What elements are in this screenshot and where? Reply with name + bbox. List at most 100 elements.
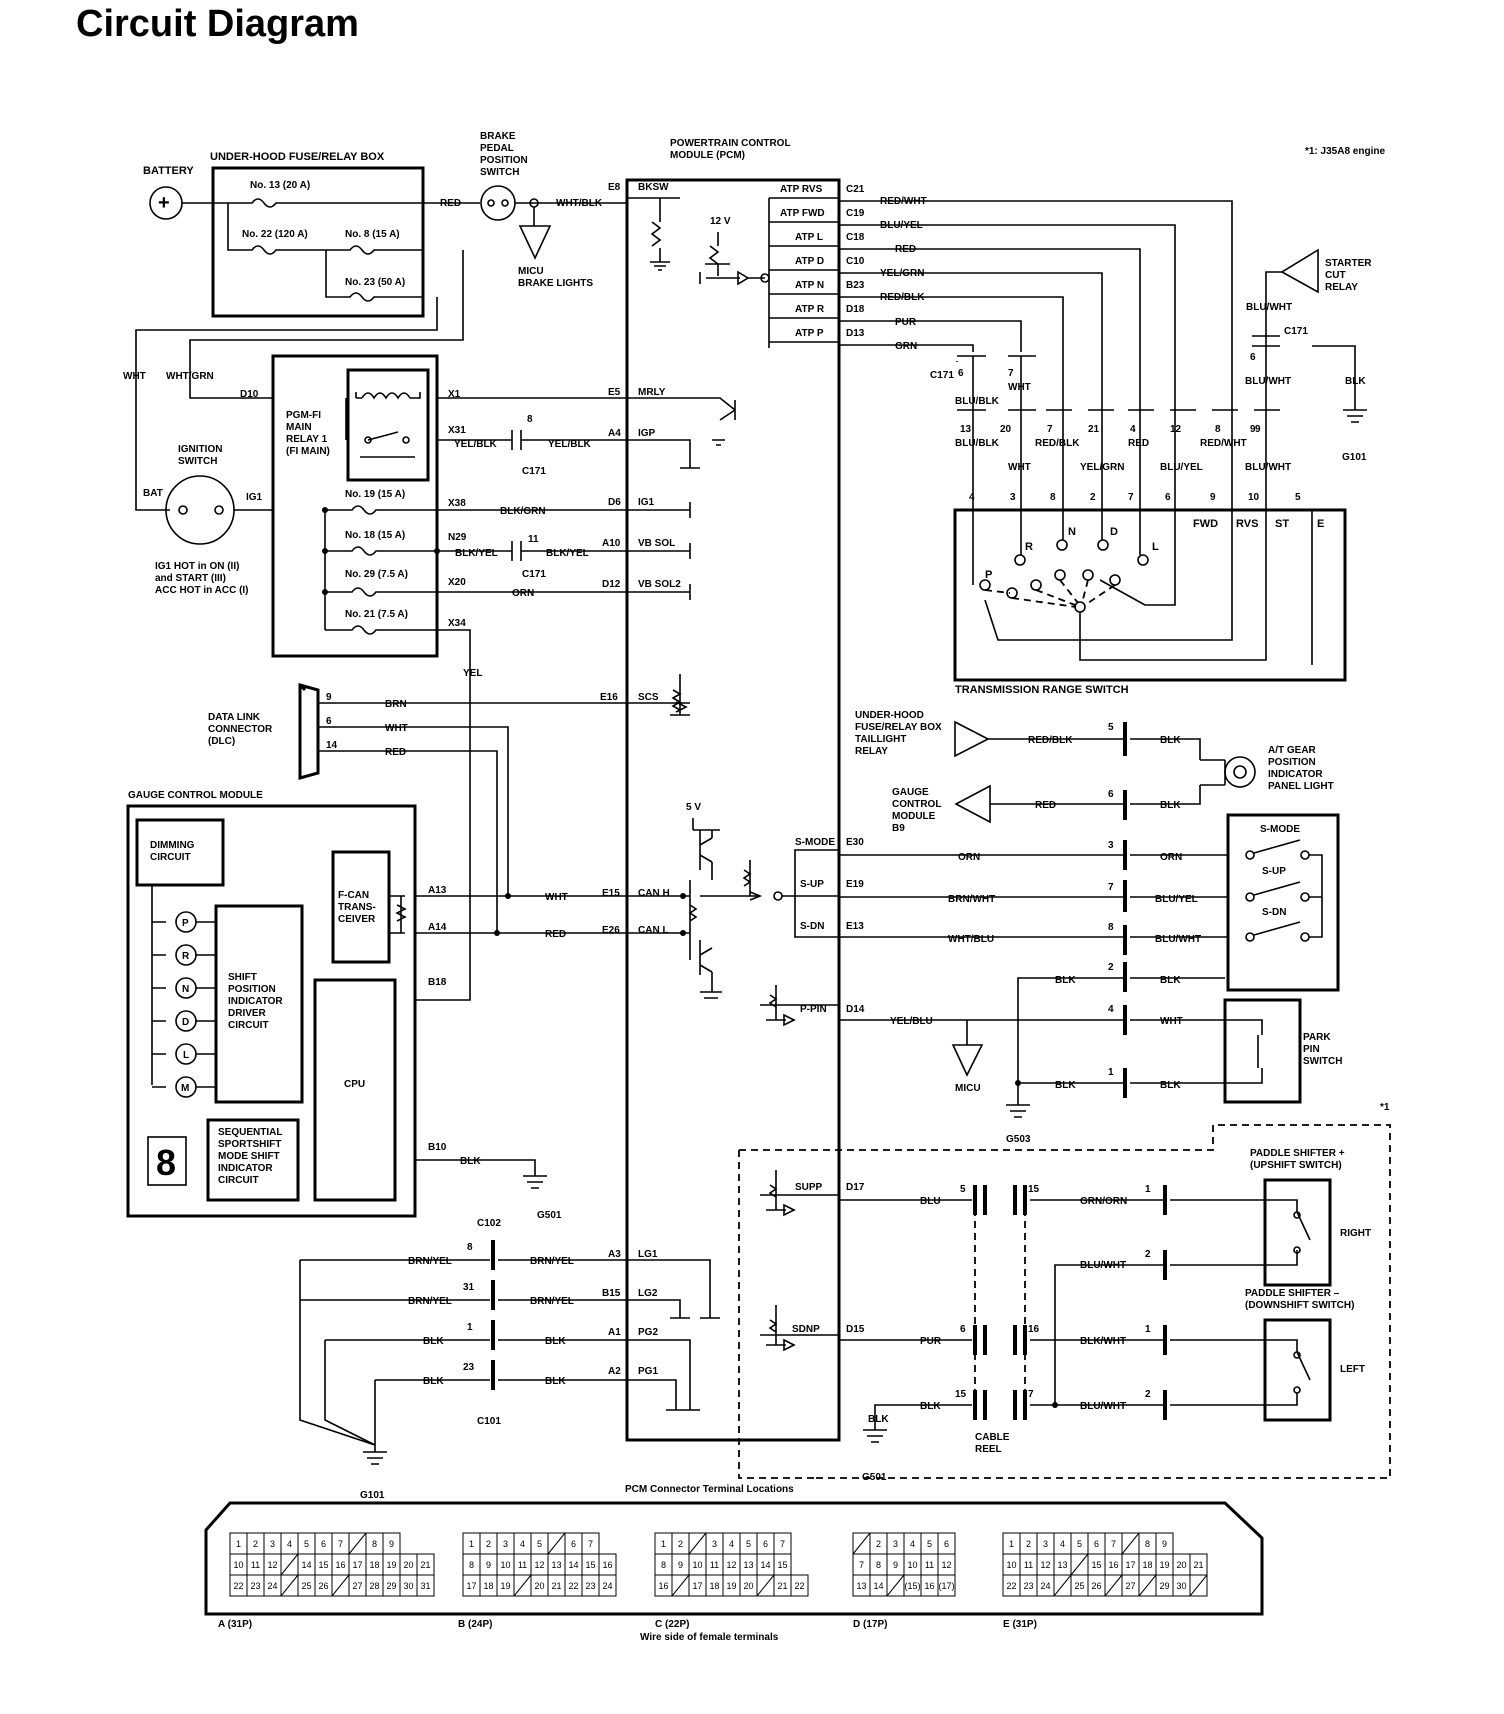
svg-text:BLK: BLK xyxy=(545,1336,566,1347)
svg-text:RVS: RVS xyxy=(1236,518,1258,530)
connector-terminal-number: 20 xyxy=(534,1581,544,1591)
svg-text:C18: C18 xyxy=(846,232,865,243)
svg-text:3: 3 xyxy=(1108,840,1114,851)
svg-text:2: 2 xyxy=(1145,1249,1151,1260)
connector-terminal-number: 3 xyxy=(712,1539,717,1549)
connector-terminal-number: 11 xyxy=(925,1560,934,1570)
connector-terminal-number: 7 xyxy=(780,1539,785,1549)
svg-text:IGP: IGP xyxy=(638,428,656,439)
connector-terminal-number: 15 xyxy=(585,1560,595,1570)
connector-terminal-number: 29 xyxy=(386,1581,396,1591)
svg-text:D13: D13 xyxy=(846,328,865,339)
svg-text:CONTROL: CONTROL xyxy=(892,799,941,810)
svg-text:D12: D12 xyxy=(602,579,621,590)
connector-terminal-number: 4 xyxy=(1060,1539,1065,1549)
svg-text:X1: X1 xyxy=(448,389,461,400)
svg-text:21: 21 xyxy=(1088,424,1100,435)
svg-text:ORN: ORN xyxy=(958,852,980,863)
c102-c101-grounds: C102 C101 8 31 1 23 BRN/YEL BRN/YEL BLK … xyxy=(408,1218,574,1427)
svg-text:BLU/YEL: BLU/YEL xyxy=(1160,462,1203,473)
svg-text:FWD: FWD xyxy=(1193,518,1218,530)
svg-text:M: M xyxy=(181,1083,189,1094)
svg-text:8: 8 xyxy=(1050,492,1056,503)
connector-terminal-number: 23 xyxy=(1023,1581,1033,1591)
connector-terminal-number: 4 xyxy=(287,1539,292,1549)
connector-terminal-number: 8 xyxy=(661,1560,666,1570)
connector-terminal-number: 19 xyxy=(1159,1560,1169,1570)
svg-text:No. 21 (7.5 A): No. 21 (7.5 A) xyxy=(345,609,408,620)
svg-text:WHT: WHT xyxy=(1008,382,1031,393)
connector-terminal-number: 25 xyxy=(301,1581,311,1591)
svg-text:INDICATOR: INDICATOR xyxy=(1268,769,1323,780)
svg-text:BLK: BLK xyxy=(1160,735,1181,746)
svg-text:MODULE (PCM): MODULE (PCM) xyxy=(670,150,745,161)
connector-terminal-number: 3 xyxy=(1043,1539,1048,1549)
connector-blank-slash xyxy=(513,1574,532,1597)
svg-text:BLK: BLK xyxy=(1055,1080,1076,1091)
connector-blank-slash xyxy=(1070,1553,1089,1576)
connector-terminal-number: 6 xyxy=(1094,1539,1099,1549)
connector-terminal-number: 18 xyxy=(369,1560,379,1570)
svg-text:Wire side of female terminals: Wire side of female terminals xyxy=(640,1632,779,1643)
connector-terminal-number: 24 xyxy=(602,1581,612,1591)
connector-blank-slash xyxy=(1053,1574,1072,1597)
connector-terminal-number: 16 xyxy=(1108,1560,1118,1570)
connector-terminal-number: 11 xyxy=(251,1560,260,1570)
svg-text:WHT: WHT xyxy=(385,723,408,734)
connector-terminal-number: 12 xyxy=(534,1560,544,1570)
svg-text:B15: B15 xyxy=(602,1288,621,1299)
connector-terminal-number: 7 xyxy=(859,1560,864,1570)
svg-text:E: E xyxy=(1317,518,1324,530)
svg-text:SCS: SCS xyxy=(638,692,659,703)
svg-text:No. 18 (15 A): No. 18 (15 A) xyxy=(345,530,405,541)
svg-text:20: 20 xyxy=(1000,424,1012,435)
battery: + BATTERY xyxy=(143,165,194,220)
svg-text:A/T GEAR: A/T GEAR xyxy=(1268,745,1317,756)
svg-text:BKSW: BKSW xyxy=(638,182,669,193)
svg-text:DATA LINK: DATA LINK xyxy=(208,712,261,723)
svg-text:S-MODE: S-MODE xyxy=(1260,824,1300,835)
svg-text:D18: D18 xyxy=(846,304,865,315)
pcm-left-pins: E8 BKSW E5 MRLY A4 IGP D6 IG1 A10 VB SOL… xyxy=(600,182,681,1377)
svg-text:WHT/GRN: WHT/GRN xyxy=(166,371,214,382)
svg-text:E30: E30 xyxy=(846,837,864,848)
connector-terminal-number: 19 xyxy=(500,1581,510,1591)
svg-text:PARK: PARK xyxy=(1303,1032,1331,1043)
paddle-shifter-upshift: PADDLE SHIFTER + (UPSHIFT SWITCH) RIGHT xyxy=(1250,1148,1371,1287)
svg-text:LG1: LG1 xyxy=(638,1249,658,1260)
svg-text:BLU/YEL: BLU/YEL xyxy=(1155,894,1198,905)
svg-text:YEL/BLK: YEL/BLK xyxy=(548,439,592,450)
svg-text:ATP L: ATP L xyxy=(795,232,823,243)
connector-terminal-number: 6 xyxy=(944,1539,949,1549)
svg-text:E15: E15 xyxy=(602,888,620,899)
connector-terminal-number: 15 xyxy=(1091,1560,1101,1570)
park-pin-switch: PARK PIN SWITCH xyxy=(1223,998,1342,1104)
svg-text:B10: B10 xyxy=(428,1142,447,1153)
svg-text:1: 1 xyxy=(467,1322,473,1333)
connector-terminal-number: 17 xyxy=(466,1581,476,1591)
svg-text:VB SOL: VB SOL xyxy=(638,538,675,549)
svg-text:2: 2 xyxy=(1145,1389,1151,1400)
svg-text:ATP D: ATP D xyxy=(795,256,824,267)
connector-blank-slash xyxy=(280,1574,299,1597)
svg-text:4: 4 xyxy=(1130,424,1136,435)
connector-terminal-number: 1 xyxy=(469,1539,474,1549)
gauge-control-module: GAUGE CONTROL MODULE DIMMING CIRCUIT F-C… xyxy=(126,790,447,1218)
connector-terminal-number: 2 xyxy=(486,1539,491,1549)
svg-text:8: 8 xyxy=(1215,424,1221,435)
svg-text:N29: N29 xyxy=(448,532,467,543)
svg-text:TAILLIGHT: TAILLIGHT xyxy=(855,734,906,745)
svg-text:BLK: BLK xyxy=(1055,975,1076,986)
svg-text:7: 7 xyxy=(1008,368,1014,379)
svg-text:D6: D6 xyxy=(608,497,621,508)
svg-text:C171: C171 xyxy=(522,466,546,477)
svg-text:6: 6 xyxy=(960,1324,966,1335)
svg-text:13: 13 xyxy=(960,424,972,435)
svg-text:ST: ST xyxy=(1275,518,1289,530)
svg-text:C10: C10 xyxy=(846,256,865,267)
svg-text:BLK: BLK xyxy=(1160,1080,1181,1091)
svg-text:(FI MAIN): (FI MAIN) xyxy=(286,446,330,457)
connector-blank-slash xyxy=(547,1532,566,1555)
svg-text:C171: C171 xyxy=(1284,326,1308,337)
connector-terminal-number: 26 xyxy=(318,1581,328,1591)
